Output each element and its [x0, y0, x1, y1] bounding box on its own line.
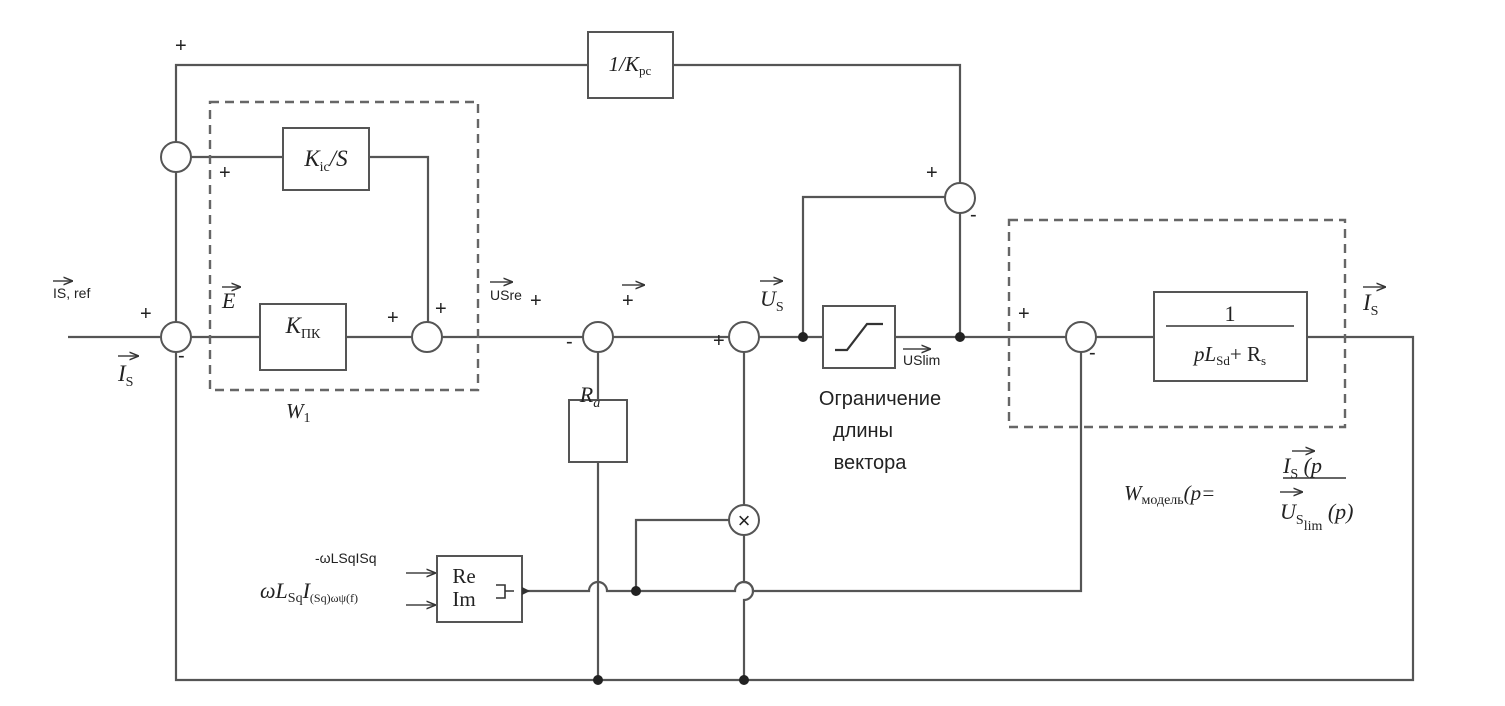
multiplier-junction [728, 504, 760, 536]
label-usre: USre [490, 282, 522, 303]
svg-text:Kic/S: Kic/S [303, 146, 348, 175]
svg-text:USlim: USlim [903, 352, 940, 368]
sum-junction-2 [160, 141, 192, 173]
sum-junction-3 [411, 321, 443, 353]
multiply-sign: × [738, 508, 751, 533]
svg-text:+: + [175, 35, 187, 57]
label-is-ref: IS, ref [53, 281, 90, 301]
block-kic: Kic/S [282, 127, 370, 191]
block-ra: Ra [568, 382, 628, 463]
svg-text:IS: IS [117, 361, 133, 390]
svg-text:-: - [178, 345, 185, 367]
junction-dot [955, 332, 965, 342]
svg-text:+: + [1018, 303, 1030, 325]
block-plant: 1 pLSd+ Rs [1153, 291, 1308, 382]
svg-text:Im: Im [452, 587, 475, 611]
svg-text:ωLSqI(Sq)ωψ(f): ωLSqI(Sq)ωψ(f) [260, 578, 358, 606]
svg-text:вектора: вектора [834, 452, 908, 474]
block-kpk: KПК [259, 303, 347, 371]
label-is-right: IS [1362, 287, 1385, 319]
sum-junction-4 [582, 321, 614, 353]
wires [68, 63, 1415, 682]
svg-text:длины: длины [833, 420, 893, 442]
svg-text:Wмодель(p=: Wмодель(p= [1124, 481, 1215, 508]
junction-dot [798, 332, 808, 342]
label-e-vector: E [221, 287, 240, 313]
w1-frame [208, 100, 480, 392]
sum-junction-6 [944, 182, 976, 214]
svg-text:+: + [219, 162, 231, 184]
svg-text:+: + [387, 307, 399, 329]
svg-text:1/Kрс: 1/Kрс [609, 52, 652, 78]
label-uslim: USlim [903, 349, 940, 368]
sum-junction-5 [728, 321, 760, 353]
block-limiter [822, 305, 896, 369]
saturation-icon [835, 322, 883, 352]
omega-inputs: -ωLSqISq ωLSqI(Sq)ωψ(f) [260, 550, 377, 606]
svg-text:USlim (p): USlim (p) [1280, 499, 1354, 534]
svg-text:+: + [140, 303, 152, 325]
plant-frame [1007, 218, 1347, 429]
svg-text:+: + [435, 298, 447, 320]
svg-text:1: 1 [1225, 301, 1236, 326]
junction-dot [631, 586, 641, 596]
svg-text:IS (p: IS (p [1282, 453, 1322, 482]
junction-dot [593, 675, 603, 685]
sum-junction-7 [1065, 321, 1097, 353]
block-re-im: Re Im [436, 555, 530, 623]
svg-text:-: - [566, 331, 573, 353]
svg-text:IS, ref: IS, ref [53, 285, 90, 301]
svg-text:-ωLSqISq: -ωLSqISq [315, 550, 377, 566]
block-inv-kpc: 1/Kрс [587, 31, 674, 99]
svg-text:USre: USre [490, 287, 522, 303]
svg-text:-: - [970, 204, 977, 226]
label-is-left: IS [117, 356, 138, 390]
svg-text:+: + [713, 330, 725, 352]
svg-text:Ra: Ra [579, 382, 600, 411]
label-us: US [760, 281, 784, 315]
svg-text:+: + [530, 290, 542, 312]
svg-text:KПК: KПК [285, 313, 321, 342]
svg-text:US: US [760, 286, 784, 315]
demux-icon [496, 584, 514, 599]
sum-junction-1 [160, 321, 192, 353]
svg-text:E: E [221, 288, 236, 313]
svg-text:+: + [926, 162, 938, 184]
label-plus-vector: + [622, 285, 644, 312]
junction-dot [739, 675, 749, 685]
svg-text:Ограничение: Ограничение [819, 388, 941, 410]
svg-text:pLSd+ Rs: pLSd+ Rs [1192, 342, 1266, 368]
svg-text:-: - [1089, 342, 1096, 364]
svg-text:Re: Re [452, 564, 475, 588]
svg-text:W1: W1 [286, 399, 311, 426]
svg-text:+: + [622, 290, 634, 312]
sign-markers: + + + - + + + - + + - + - [140, 35, 1096, 367]
wmodel-formula: Wмодель(p= IS (p USlim (p) [1124, 451, 1354, 534]
svg-text:IS: IS [1362, 290, 1378, 319]
limiter-caption: Ограничение длины вектора [819, 388, 941, 474]
label-w1: W1 [286, 399, 311, 426]
